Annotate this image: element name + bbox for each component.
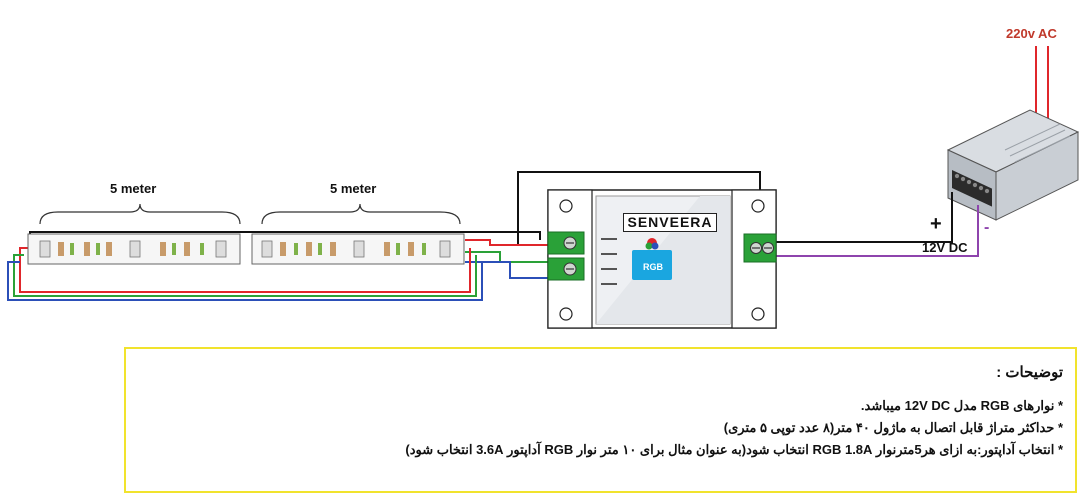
controller-brand: SENVEERA: [623, 213, 717, 232]
mount-hole-icon: [559, 307, 573, 321]
controller-common-wire: [517, 171, 761, 244]
terminal-dc-in: [743, 233, 777, 263]
negative-terminal-label: -: [984, 219, 990, 236]
controller: [547, 189, 777, 329]
mount-hole-icon: [559, 199, 573, 213]
notes-panel: توضیحات : * نوارهای RGB مدل 12V DC میباش…: [124, 347, 1077, 493]
terminal-rgb-in: [547, 231, 585, 281]
strip-1-length-label: 5 meter: [110, 181, 157, 196]
ac-input-label: 220v AC: [1006, 26, 1057, 41]
led-strip-2: [251, 233, 465, 265]
notes-title: توضیحات :: [996, 364, 1063, 381]
power-supply: [946, 109, 1080, 221]
dc-output-label: 12V DC: [922, 240, 968, 255]
strip2-brace: [261, 203, 461, 225]
note-line-2: * حداکثر متراژ قابل اتصال به ماژول ۴۰ مت…: [723, 420, 1063, 435]
strip1-brace: [39, 203, 241, 225]
positive-terminal-label: +: [930, 213, 942, 235]
rgb-wires: [7, 231, 548, 301]
mount-hole-icon: [751, 307, 765, 321]
controller-rgb-badge-label: RGB: [643, 262, 663, 272]
rgb-badge: [632, 250, 672, 280]
strip-2-length-label: 5 meter: [330, 181, 377, 196]
led-strip-1: [27, 233, 241, 265]
mount-hole-icon: [751, 199, 765, 213]
dc-output-wires: [776, 192, 979, 257]
note-line-1: * نوارهای RGB مدل 12V DC میباشد.: [860, 398, 1063, 413]
note-line-3: * انتخاب آداپتور:به ازای هر5مترنوار RGB …: [405, 442, 1063, 457]
